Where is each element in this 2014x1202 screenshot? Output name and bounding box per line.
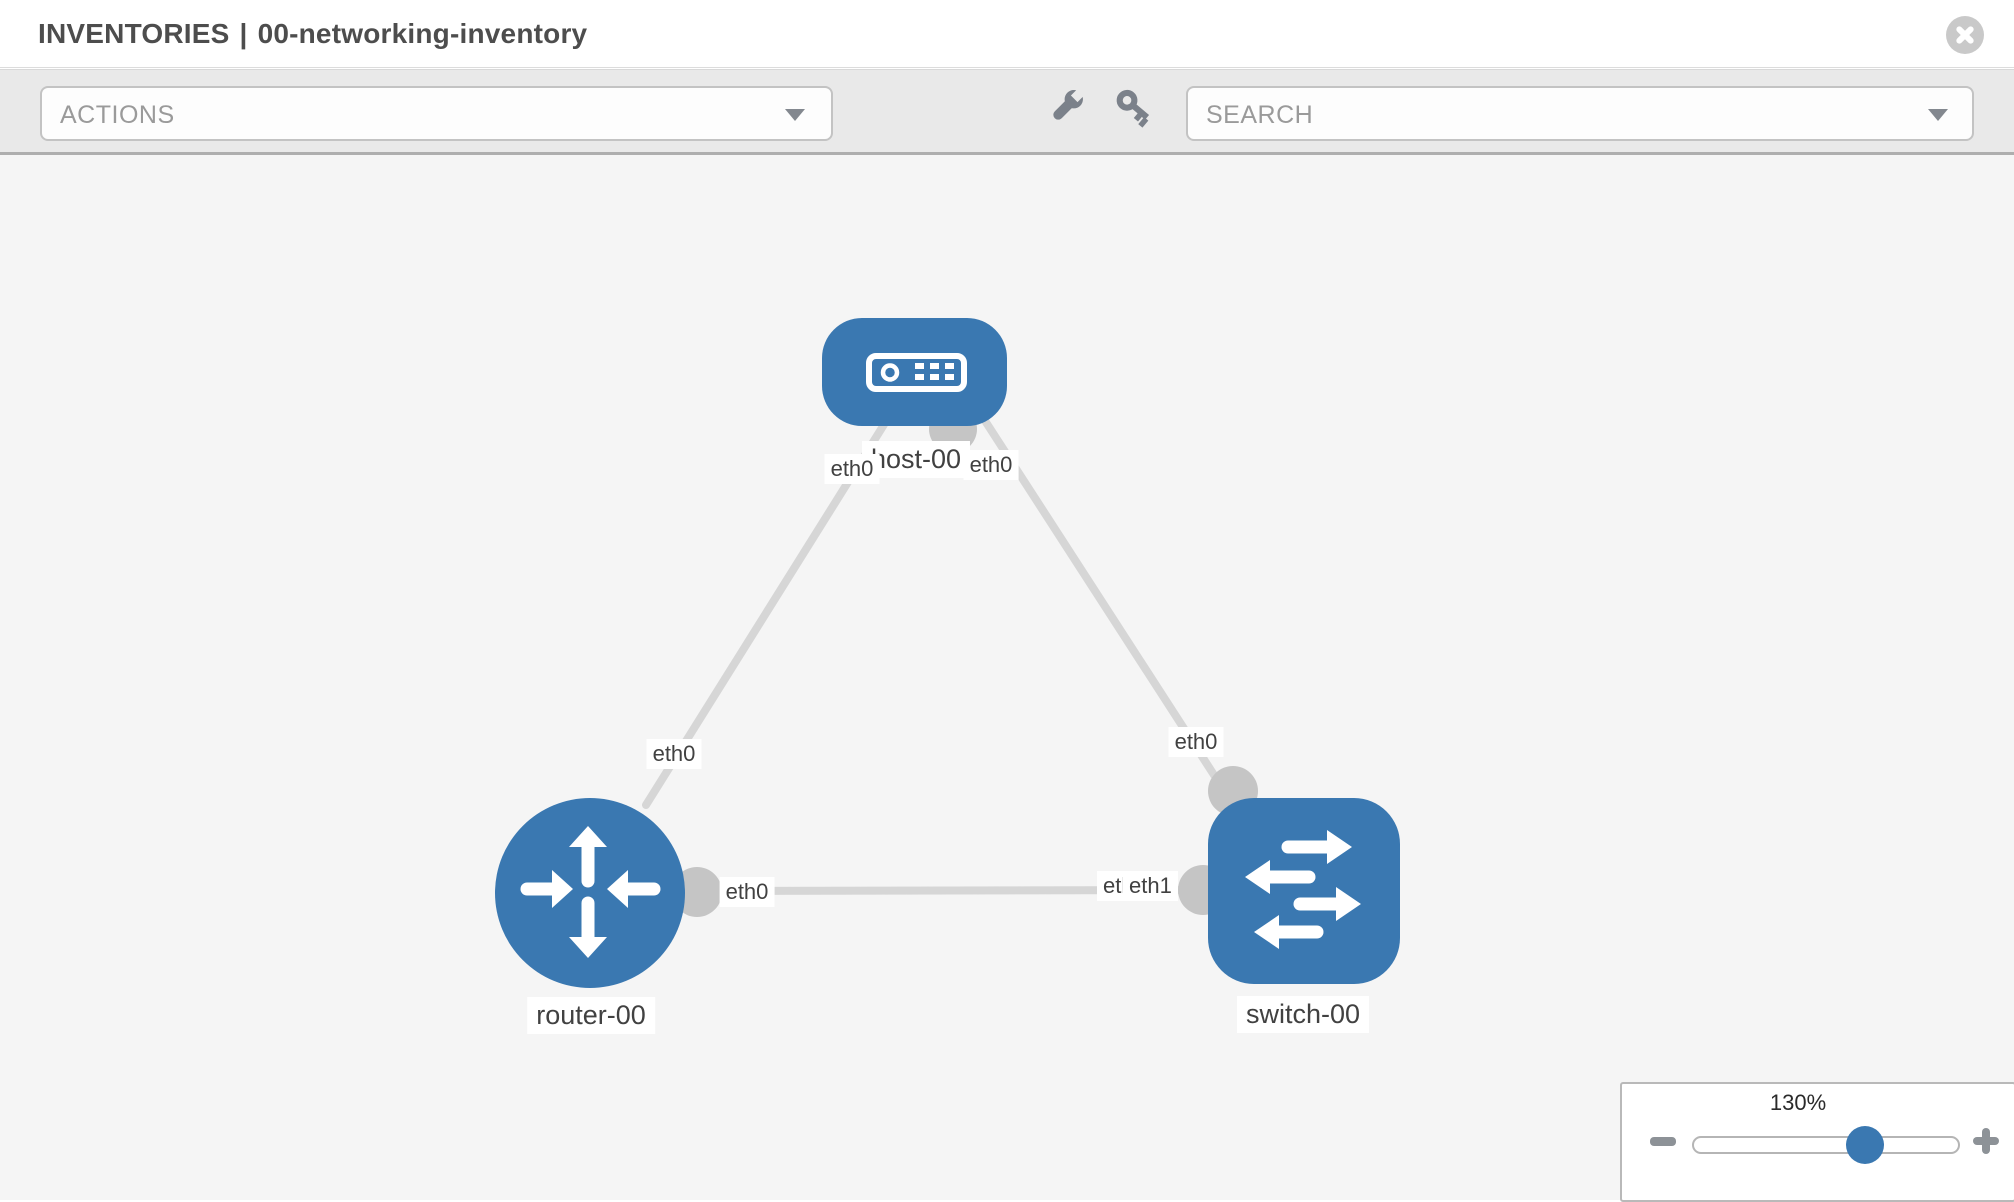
router-icon (520, 826, 661, 958)
iface-label-router-line: eth0 (646, 739, 702, 769)
chevron-down-icon (785, 109, 805, 121)
node-switch[interactable] (1208, 798, 1400, 984)
key-button[interactable] (1109, 82, 1161, 134)
topology-canvas[interactable]: host-00 router-00 switch-00 eth0 eth0 et… (0, 155, 2014, 1202)
interface-dot-router-eth0 (672, 867, 722, 917)
actions-dropdown-label: ACTIONS (60, 101, 175, 129)
close-button[interactable] (1946, 16, 1984, 54)
iface-label-host-right: eth0 (963, 450, 1019, 480)
actions-dropdown[interactable]: ACTIONS (40, 86, 833, 141)
node-router[interactable] (495, 798, 685, 988)
node-label-router: router-00 (527, 997, 655, 1034)
key-icon (1116, 89, 1150, 128)
wrench-icon (1053, 86, 1086, 120)
wrench-button[interactable] (1040, 82, 1092, 134)
node-label-switch: switch-00 (1236, 996, 1370, 1033)
search-dropdown-label: SEARCH (1206, 101, 1314, 129)
zoom-level: 130% (1769, 1090, 1827, 1115)
iface-label-switch-line: eth0 (1168, 727, 1224, 757)
search-dropdown[interactable]: SEARCH (1186, 86, 1974, 141)
toolbar: ACTIONS SEARCH (0, 69, 2014, 155)
switch-icon (1245, 830, 1361, 949)
iface-label-host-left: eth0 (824, 454, 880, 484)
breadcrumb-separator: | (239, 18, 248, 49)
zoom-panel: 130% (1620, 1082, 2014, 1202)
node-label-host: host-00 (861, 441, 971, 478)
header: INVENTORIES | 00-networking-inventory (0, 0, 2014, 68)
close-icon (1946, 16, 1984, 54)
topology-svg (495, 318, 1400, 988)
iface-label-router-eth0: eth0 (719, 877, 775, 907)
host-icon (866, 353, 967, 392)
page-title: INVENTORIES | 00-networking-inventory (38, 18, 587, 50)
breadcrumb-section: INVENTORIES (38, 18, 230, 49)
zoom-slider-track[interactable] (1692, 1136, 1960, 1154)
zoom-slider-handle[interactable] (1846, 1126, 1884, 1164)
inventory-name: 00-networking-inventory (257, 18, 588, 49)
chevron-down-icon (1928, 109, 1948, 121)
zoom-out-button[interactable] (1650, 1137, 1676, 1146)
iface-label-switch-eth1: eth1 (1123, 871, 1178, 901)
zoom-in-button[interactable] (1973, 1128, 1999, 1154)
node-host[interactable] (822, 318, 1007, 426)
